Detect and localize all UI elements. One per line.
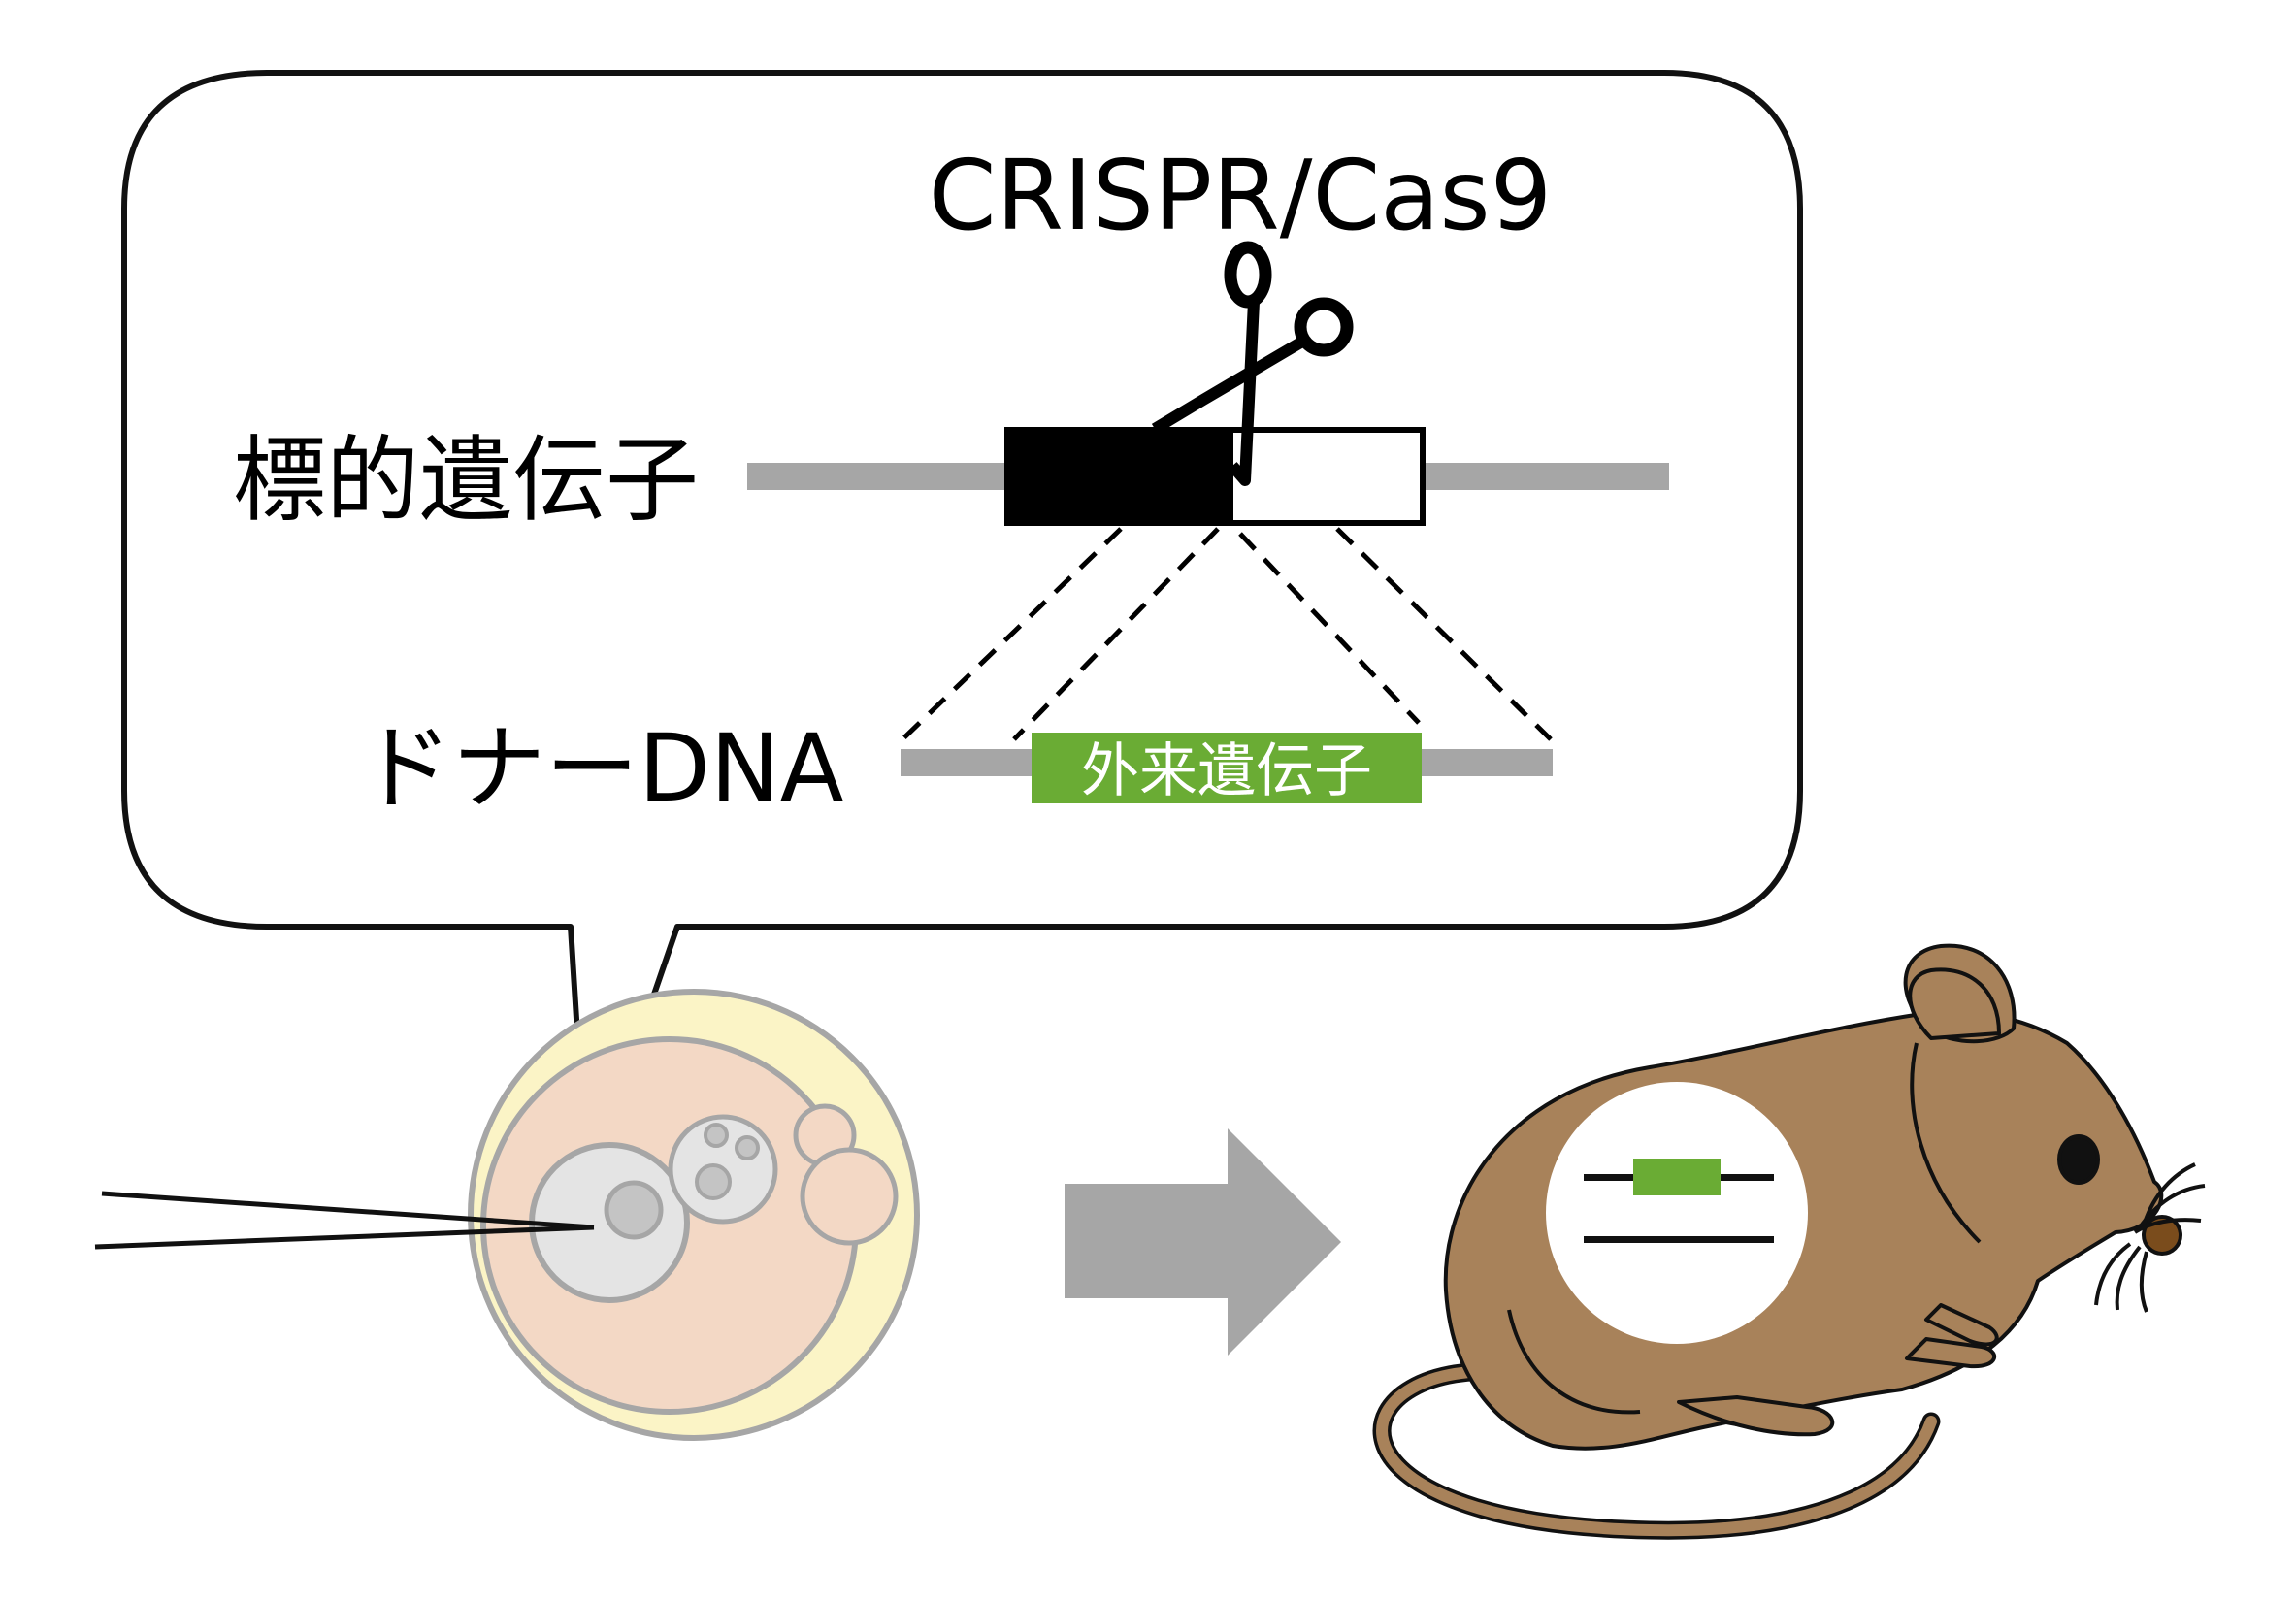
mouse-whiskers — [2094, 1162, 2206, 1313]
scissors-icon — [1151, 241, 1354, 486]
polar-body — [800, 1147, 899, 1246]
donor-dna-label: ドナーDNA — [359, 714, 843, 823]
insertion-guide-lines — [901, 527, 1553, 741]
foreign-gene-label: 外来遺伝子 — [1081, 737, 1372, 805]
target-gene-black-segment — [1004, 427, 1233, 526]
target-gene-label: 標的遺伝子 — [233, 426, 699, 535]
fertilized-egg-icon — [468, 989, 920, 1441]
injection-needle-icon — [94, 1191, 595, 1250]
arrow-right-icon — [1065, 1128, 1341, 1356]
foreign-gene-box — [1032, 733, 1422, 803]
knock-in-genome-inset — [1546, 1082, 1808, 1344]
crispr-cas9-label: CRISPR/Cas9 — [929, 139, 1553, 252]
target-gene-white-segment — [1228, 427, 1426, 526]
mouse-eye — [2057, 1134, 2100, 1185]
